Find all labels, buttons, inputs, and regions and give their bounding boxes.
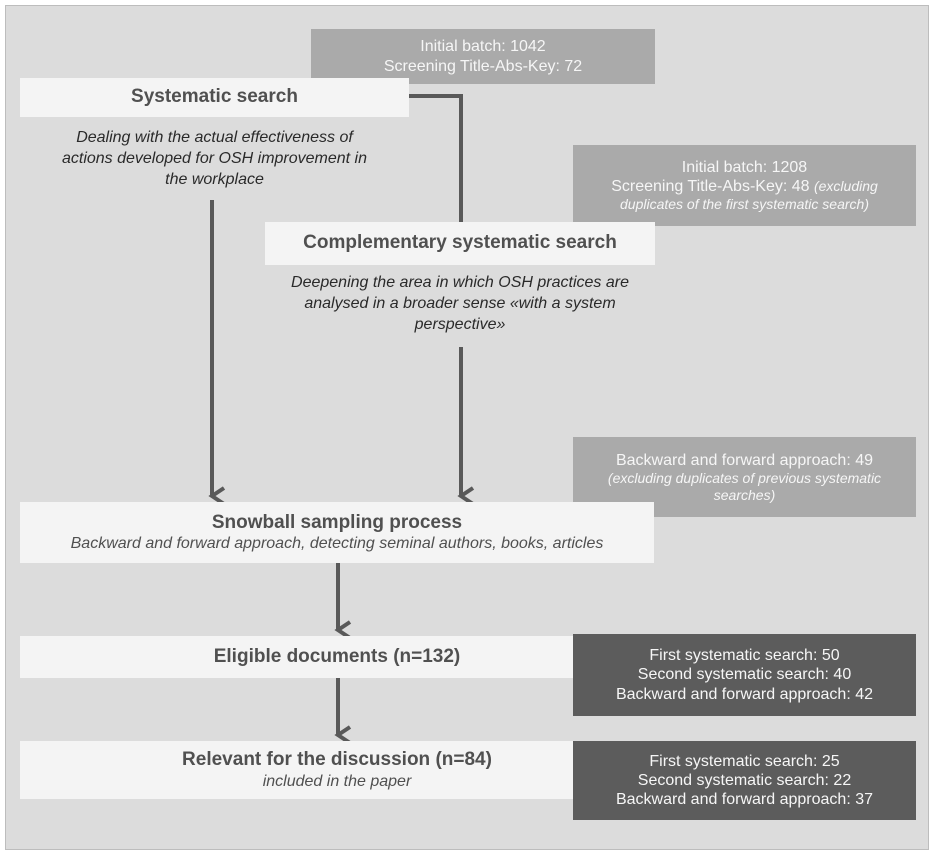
connector-systematic-to-complementary xyxy=(408,94,463,222)
batch2-line2: Screening Title-Abs-Key: 48 (excluding xyxy=(611,177,878,196)
eligible-box: Eligible documents (n=132) xyxy=(20,636,654,678)
snowball-subtitle: Backward and forward approach, detecting… xyxy=(70,535,604,553)
relevant-count-first: First systematic search: 25 xyxy=(649,752,840,770)
backward-forward-line1: Backward and forward approach: 49 xyxy=(615,451,874,469)
systematic-search-title: Systematic search xyxy=(131,86,298,108)
batch2-line1: Initial batch: 1208 xyxy=(681,158,808,176)
snowball-title: Snowball sampling process xyxy=(211,511,463,533)
eligible-count-backward: Backward and forward approach: 42 xyxy=(615,685,874,703)
systematic-search-box: Systematic search xyxy=(20,78,409,117)
complementary-search-description: Deepening the area in which OSH practice… xyxy=(291,274,629,333)
batch1-line2: Screening Title-Abs-Key: 72 xyxy=(383,57,583,75)
backward-forward-note: (excluding duplicates of previous system… xyxy=(607,469,882,503)
eligible-counts-box: First systematic search: 50 Second syste… xyxy=(573,634,916,716)
batch2-line2-text: Screening Title-Abs-Key: 48 xyxy=(611,178,814,196)
batch1-box: Initial batch: 1042 Screening Title-Abs-… xyxy=(311,29,655,84)
relevant-counts-box: First systematic search: 25 Second syste… xyxy=(573,741,916,820)
complementary-search-title: Complementary systematic search xyxy=(303,232,617,254)
relevant-subtitle: included in the paper xyxy=(262,772,412,790)
relevant-title: Relevant for the discussion (n=84) xyxy=(182,749,492,770)
batch2-line2-note: (excluding xyxy=(813,178,878,195)
relevant-box: Relevant for the discussion (n=84) inclu… xyxy=(20,741,654,799)
complementary-search-box: Complementary systematic search xyxy=(265,222,655,265)
batch1-line1: Initial batch: 1042 xyxy=(420,38,546,56)
eligible-count-first: First systematic search: 50 xyxy=(649,647,840,665)
systematic-search-description: Dealing with the actual effectiveness of… xyxy=(61,129,368,188)
batch2-line3: duplicates of the first systematic searc… xyxy=(620,196,869,213)
eligible-count-second: Second systematic search: 40 xyxy=(637,666,852,684)
snowball-box: Snowball sampling process Backward and f… xyxy=(20,502,654,563)
relevant-count-backward: Backward and forward approach: 37 xyxy=(615,791,874,809)
relevant-count-second: Second systematic search: 22 xyxy=(637,771,852,789)
eligible-title: Eligible documents (n=132) xyxy=(213,645,461,667)
batch2-box: Initial batch: 1208 Screening Title-Abs-… xyxy=(573,145,916,226)
